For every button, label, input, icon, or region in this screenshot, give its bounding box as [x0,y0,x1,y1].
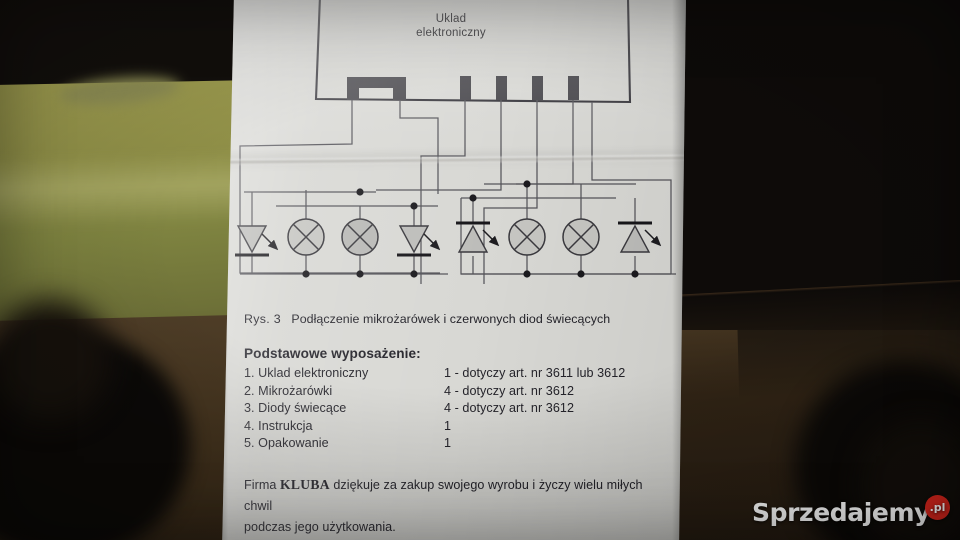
footer-thanks-text: Firma KLUBA dziękuje za zakup swojego wy… [244,474,674,538]
footer-line2: podczas jego użytkowania. [244,519,396,534]
list-item: 4. Instrukcja 1 [244,418,674,436]
junction-dots-left [302,188,418,278]
unit-box-label-line1: Uklad [435,13,467,25]
brand-name: KLUBA [279,476,330,492]
unit-box-label-line2: elektroniczny [416,27,486,39]
lamp-symbol-left-2 [341,218,379,256]
list-item: 5. Opakowanie 1 [244,435,674,453]
equipment-heading: Podstawowe wyposażenie: [244,346,421,361]
footer-after-brand: dziękuje za zakup swojego wyrobu i życzy… [244,477,643,513]
terminal-pins [460,76,579,100]
equipment-item-name: 4. Instrukcja [244,418,313,433]
equipment-item-name: 3. Diody świecące [244,401,347,416]
electronic-unit-box [314,0,632,104]
figure-number: Rys. 3 [244,312,281,326]
equipment-item-qty: 1 [444,436,452,451]
list-item: 1. Uklad elektroniczny 1 - dotyczy art. … [244,365,674,383]
lamp-symbol-right-1 [508,218,546,256]
sprzedajemy-watermark: Sprzedajemy .pl [752,495,950,527]
figure-caption-text: Podłączenie mikrożarówek i czerwonych di… [291,312,611,326]
equipment-item-name: 5. Opakowanie [244,436,329,451]
equipment-item-qty: 4 - dotyczy art. nr 3612 [444,383,574,398]
watermark-name: Sprzedajemy [752,498,930,527]
list-item: 2. Mikrożarówki 4 - dotyczy art. nr 3612 [244,383,674,401]
equipment-item-name: 2. Mikrożarówki [244,383,333,398]
equipment-list: 1. Uklad elektroniczny 1 - dotyczy art. … [244,365,674,453]
lamp-symbol-left-1 [287,218,325,256]
footer-before-brand: Firma [244,477,280,492]
junction-dots-right [469,180,639,278]
instruction-leaflet-paper: Uklad elektroniczny Rys. 3 Podłączenie m… [222,0,686,540]
led-symbol-right-1 [456,221,500,253]
wiring-diagram [235,0,676,284]
figure-caption: Rys. 3 Podłączenie mikrożarówek i czerwo… [244,312,674,326]
terminal-bracket [347,77,406,100]
list-item: 3. Diody świecące 4 - dotyczy art. nr 36… [244,400,674,418]
equipment-item-qty: 1 [444,418,452,433]
leaflet-text-block: Rys. 3 Podłączenie mikrożarówek i czerwo… [244,312,674,538]
led-symbol-left-2 [397,225,441,257]
equipment-item-name: 1. Uklad elektroniczny [244,366,369,380]
led-symbol-right-2 [618,221,662,253]
lamp-symbol-right-2 [562,218,600,256]
background-dark-object-right-2 [860,420,960,540]
background-dark-object-left-2 [0,300,110,420]
led-symbol-left-1 [235,225,279,257]
equipment-item-qty: 4 - dotyczy art. nr 3612 [444,401,574,416]
equipment-item-qty: 1 - dotyczy art. nr 3611 lub 3612 [444,366,626,380]
watermark-tld-badge: .pl [925,495,950,520]
right-component-group [456,180,676,278]
left-component-group [235,188,448,278]
background-right-dark-area [660,0,960,330]
